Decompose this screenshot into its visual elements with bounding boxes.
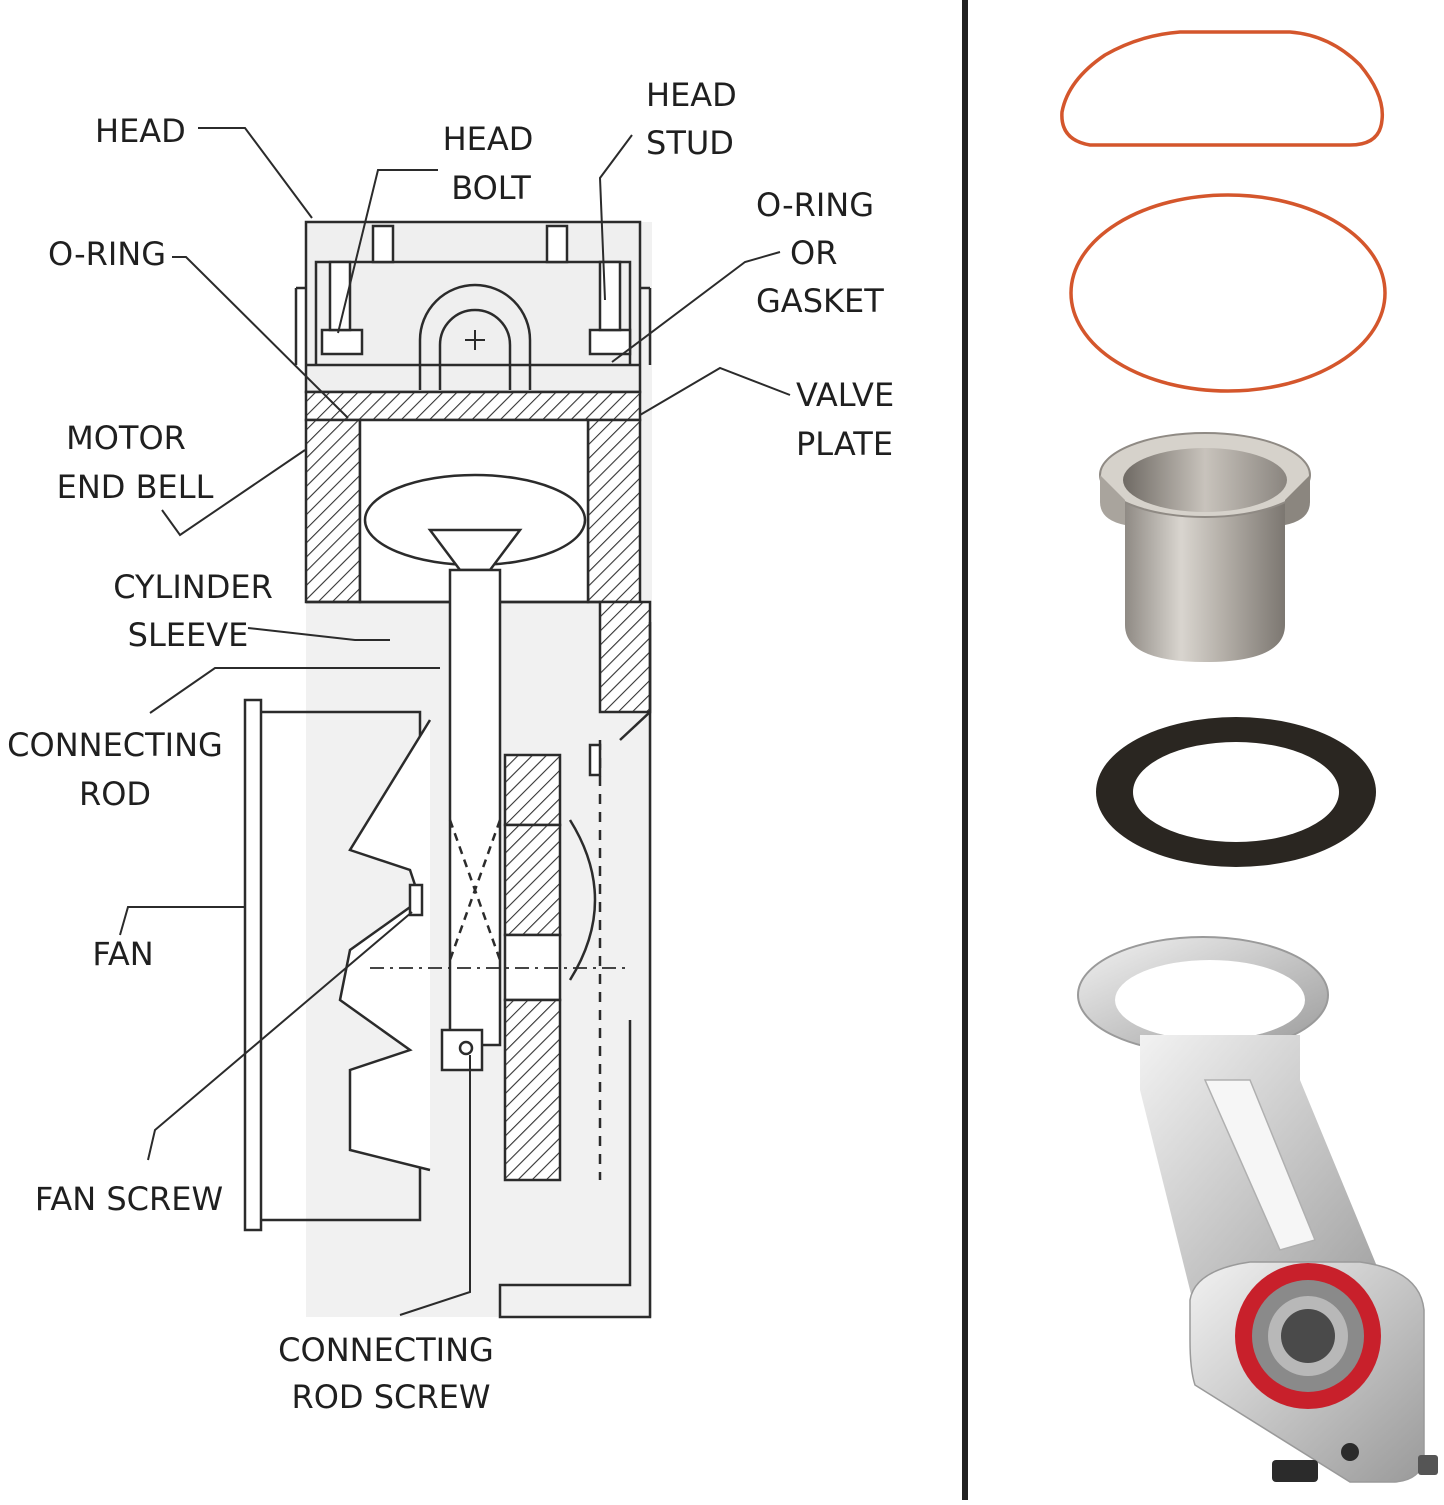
label-head-bolt: HEAD	[443, 120, 534, 158]
label-valve-plate: VALVE	[796, 376, 894, 414]
kit-parts	[1060, 30, 1438, 1483]
callout-labels: HEAD HEAD BOLT HEAD STUD O-RING O-RING O…	[7, 76, 894, 1416]
cylinder-sleeve	[1099, 432, 1311, 662]
label-connecting-rod-screw: ROD SCREW	[292, 1378, 491, 1416]
head-o-ring	[1060, 30, 1385, 147]
label-connecting-rod: ROD	[79, 775, 151, 813]
cylinder-o-ring	[1069, 193, 1387, 393]
label-head-stud: HEAD	[646, 76, 737, 114]
label-cylinder-sleeve: SLEEVE	[128, 616, 249, 654]
piston-drawing	[363, 473, 587, 1072]
label-connecting-rod: CONNECTING	[7, 726, 223, 764]
label-cylinder-sleeve: CYLINDER	[113, 568, 273, 606]
cutaway-diagram	[243, 220, 652, 1319]
label-connecting-rod-screw: CONNECTING	[278, 1331, 494, 1369]
label-motor-end-bell: END BELL	[57, 468, 214, 506]
label-motor-end-bell: MOTOR	[66, 419, 186, 457]
valve-plate-gasket	[1096, 717, 1376, 867]
label-o-ring: O-RING	[48, 235, 166, 273]
label-o-ring-or-gasket: O-RING	[756, 186, 874, 224]
head-block	[294, 220, 652, 394]
label-valve-plate: PLATE	[796, 425, 893, 463]
label-o-ring-or-gasket: GASKET	[756, 282, 884, 320]
label-head: HEAD	[95, 112, 186, 150]
crank-drawing	[503, 740, 602, 1182]
label-fan: FAN	[92, 935, 153, 973]
label-o-ring-or-gasket: OR	[790, 234, 837, 272]
leader-lines	[119, 127, 791, 1316]
valve-plate-drawing	[304, 390, 642, 422]
label-fan-screw: FAN SCREW	[35, 1180, 223, 1218]
label-head-bolt: BOLT	[451, 169, 531, 207]
connecting-rod	[1077, 936, 1438, 1483]
label-head-stud: STUD	[646, 124, 734, 162]
fan-drawing	[243, 698, 630, 1232]
